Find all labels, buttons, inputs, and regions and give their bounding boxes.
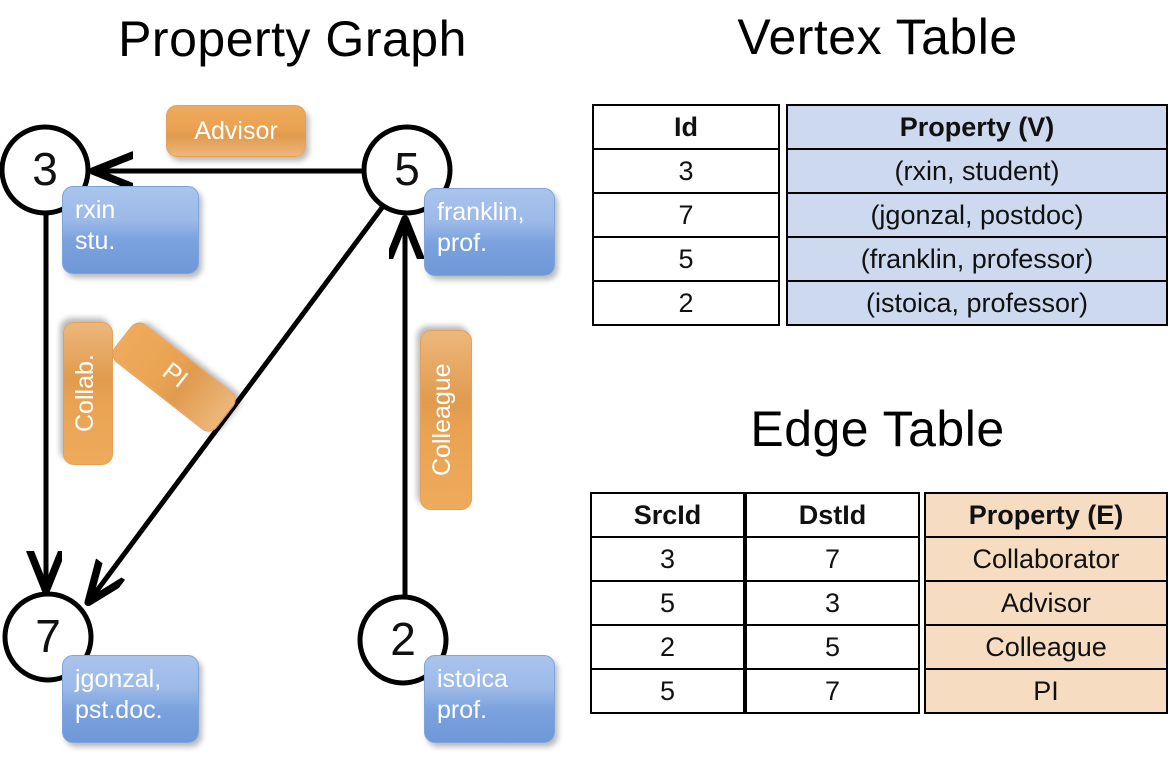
table-row: (rxin, student)	[786, 148, 1168, 194]
table-row: 3	[590, 536, 745, 582]
table-row: (franklin, professor)	[786, 236, 1168, 282]
edge-table-dstid-column: DstId 7 3 5 7	[745, 492, 920, 714]
vertex-table-id-column: Id 3 7 5 2	[592, 104, 780, 326]
edge-dst-cell: 7	[745, 536, 920, 582]
table-row: PI	[924, 668, 1168, 714]
table-header-row: DstId	[745, 492, 920, 538]
edge-property-cell: Collaborator	[924, 536, 1168, 582]
vertex-prop-3-line1: rxin	[75, 196, 116, 224]
table-row: 7	[745, 668, 920, 714]
edge-label-box-advisor: Advisor	[166, 105, 306, 157]
table-header-row: Id	[592, 104, 780, 150]
edge-dst-cell: 3	[745, 580, 920, 626]
table-row: 5	[590, 668, 745, 714]
table-row: 3	[592, 148, 780, 194]
edge-table-header-dstid: DstId	[745, 492, 920, 538]
edge-label-box-colleague: Colleague	[420, 330, 472, 510]
table-header-row: Property (E)	[924, 492, 1168, 538]
table-header-row: Property (V)	[786, 104, 1168, 150]
table-row: 5	[745, 624, 920, 670]
vertex-property-cell: (istoica, professor)	[786, 280, 1168, 326]
edge-table-property-column: Property (E) Collaborator Advisor Collea…	[924, 492, 1168, 714]
edge-dst-cell: 5	[745, 624, 920, 670]
edge-table-header-srcid: SrcId	[590, 492, 745, 538]
page-title-property-graph: Property Graph	[118, 11, 467, 67]
vertex-table-header-property: Property (V)	[786, 104, 1168, 150]
table-row: 7	[592, 192, 780, 238]
vertex-prop-5-line2: prof.	[437, 228, 488, 257]
vertex-id-cell: 3	[592, 148, 780, 194]
vertex-id-cell: 2	[592, 280, 780, 326]
table-row: 2	[592, 280, 780, 326]
table-row: (istoica, professor)	[786, 280, 1168, 326]
edge-table-header-property: Property (E)	[924, 492, 1168, 538]
edge-label-box-collab: Collab.	[63, 322, 113, 465]
vertex-property-box-2: istoica prof.	[424, 655, 555, 743]
vertex-property-cell: (rxin, student)	[786, 148, 1168, 194]
table-row: (jgonzal, postdoc)	[786, 192, 1168, 238]
table-row: Collaborator	[924, 536, 1168, 582]
table-row: 5	[590, 580, 745, 626]
node-label-7: 7	[35, 610, 61, 662]
vertex-property-cell: (jgonzal, postdoc)	[786, 192, 1168, 238]
edge-src-cell: 5	[590, 580, 745, 626]
vertex-table-property-column: Property (V) (rxin, student) (jgonzal, p…	[786, 104, 1168, 326]
table-row: 5	[592, 236, 780, 282]
table-row: 2	[590, 624, 745, 670]
edge-5-to-7-pi	[90, 203, 387, 600]
edge-dst-cell: 7	[745, 668, 920, 714]
table-row: Colleague	[924, 624, 1168, 670]
edge-table-srcid-column: SrcId 3 5 2 5	[590, 492, 745, 714]
node-label-3: 3	[32, 143, 58, 195]
vertex-id-cell: 5	[592, 236, 780, 282]
node-label-2: 2	[390, 613, 416, 665]
vertex-property-box-5: franklin, prof.	[424, 188, 555, 276]
edge-src-cell: 2	[590, 624, 745, 670]
vertex-property-cell: (franklin, professor)	[786, 236, 1168, 282]
table-row: Advisor	[924, 580, 1168, 626]
vertex-table-header-id: Id	[592, 104, 780, 150]
vertex-property-box-7: jgonzal, pst.doc.	[62, 655, 199, 743]
vertex-prop-7-line1: jgonzal,	[75, 665, 162, 693]
edge-src-cell: 3	[590, 536, 745, 582]
vertex-prop-2-line1: istoica	[437, 665, 508, 693]
page-title-edge-table: Edge Table	[750, 401, 1005, 457]
table-header-row: SrcId	[590, 492, 745, 538]
page-title-vertex-table: Vertex Table	[737, 9, 1018, 65]
vertex-property-box-3: rxin stu.	[62, 186, 199, 274]
edge-property-cell: Advisor	[924, 580, 1168, 626]
edge-src-cell: 5	[590, 668, 745, 714]
vertex-prop-5-line1: franklin,	[437, 198, 525, 226]
vertex-id-cell: 7	[592, 192, 780, 238]
table-row: 3	[745, 580, 920, 626]
vertex-prop-2-line2: prof.	[437, 695, 488, 724]
edge-property-cell: PI	[924, 668, 1168, 714]
node-label-5: 5	[394, 143, 420, 195]
table-row: 7	[745, 536, 920, 582]
vertex-prop-7-line2: pst.doc.	[75, 695, 163, 724]
vertex-prop-3-line2: stu.	[75, 226, 116, 255]
edge-property-cell: Colleague	[924, 624, 1168, 670]
